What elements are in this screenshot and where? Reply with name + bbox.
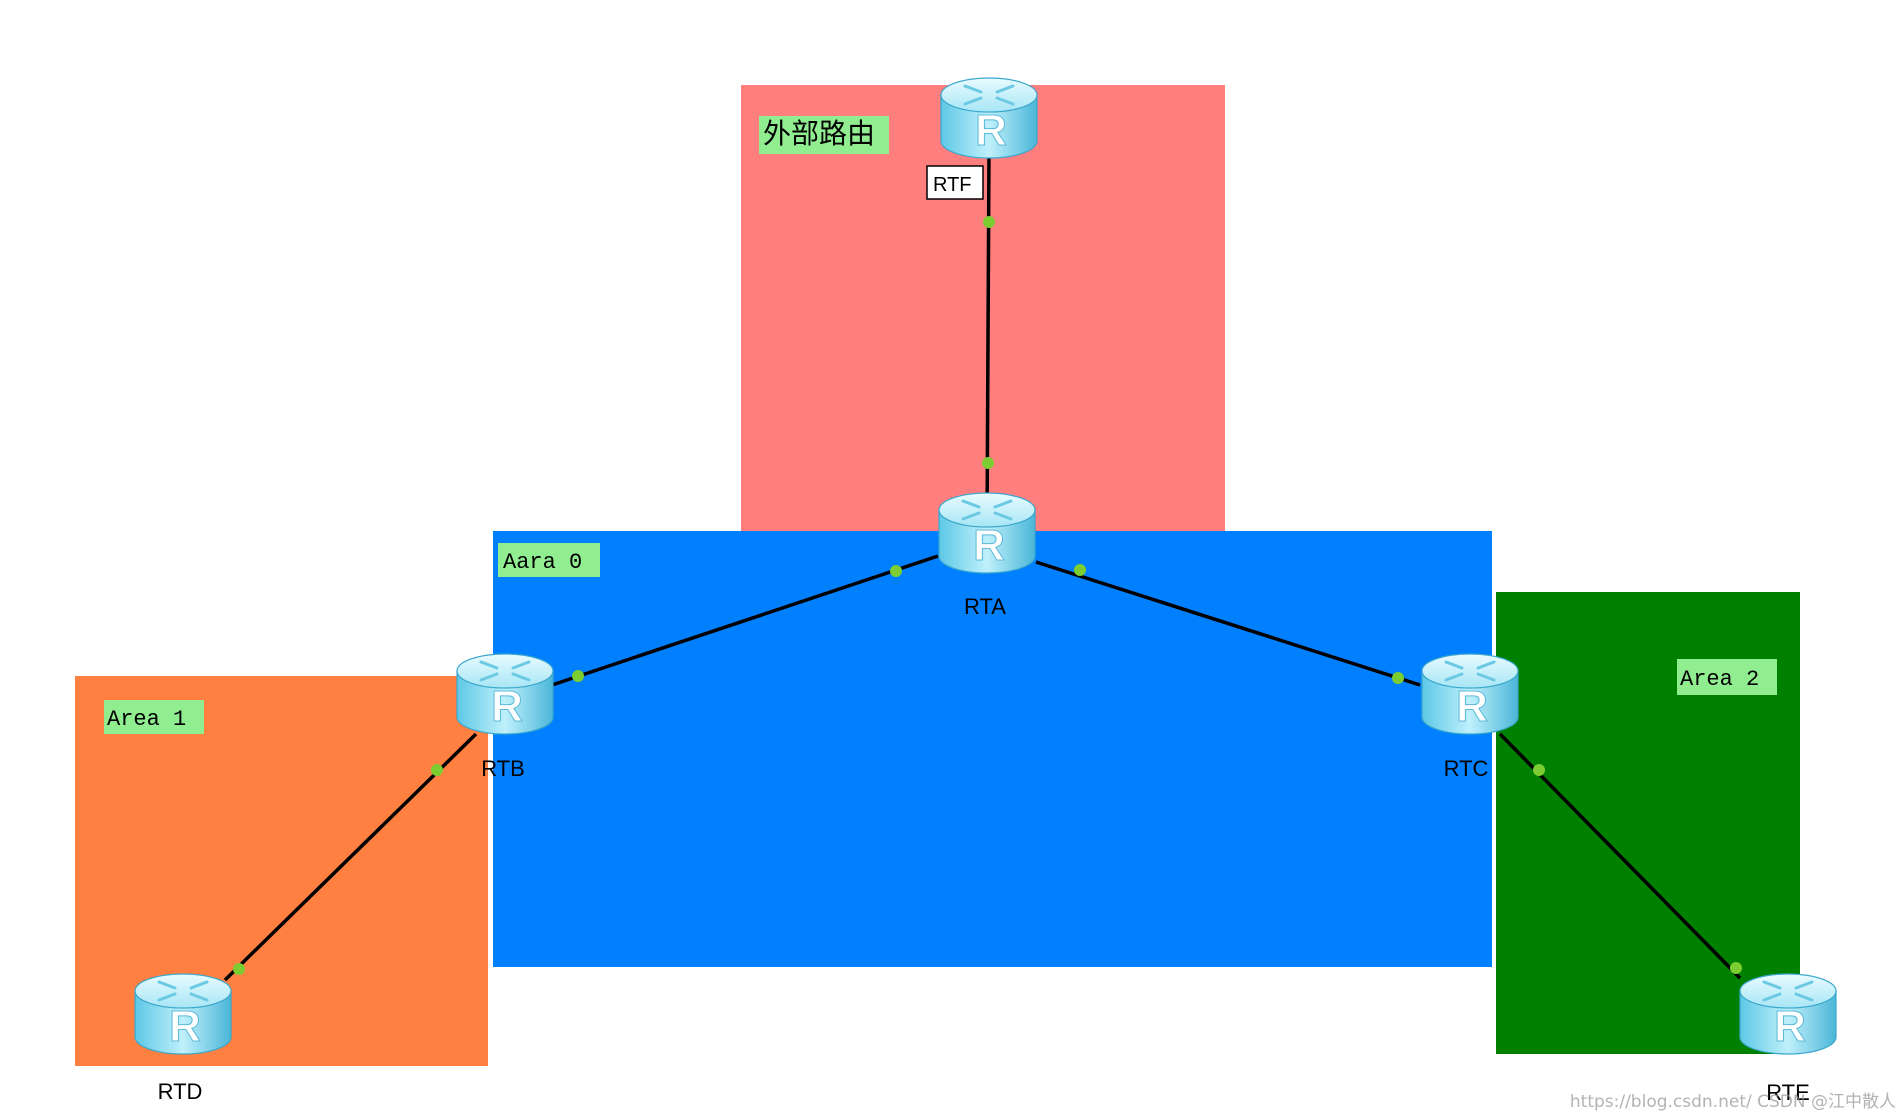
svg-text:R: R — [169, 1002, 201, 1051]
external-routing-label: 外部路由 — [759, 116, 889, 154]
port-dot-rte — [1730, 962, 1742, 974]
port-dot-rtd — [233, 963, 245, 975]
area-0-label-bg — [498, 543, 600, 577]
router-cylinder-icon: R — [1739, 973, 1837, 1055]
area-1-label-text: Area 1 — [107, 707, 186, 732]
router-cylinder-icon: R — [1421, 653, 1519, 735]
svg-text:R: R — [975, 106, 1007, 155]
port-dot-rtf — [983, 216, 995, 228]
external-routing-region — [741, 85, 1225, 531]
port-dot-rtc-west — [1392, 672, 1404, 684]
area-0-label-text: Aara 0 — [503, 550, 582, 575]
rtb-label: RTB — [481, 756, 525, 781]
external-routing-label-text: 外部路由 — [763, 117, 875, 150]
rtd-label: RTD — [158, 1079, 203, 1104]
port-dot-rta-east — [1074, 564, 1086, 576]
port-dot-rta-west — [890, 565, 902, 577]
area-2-label: Area 2 — [1677, 659, 1777, 695]
port-dots — [233, 216, 1742, 975]
port-dot-rta-north — [982, 457, 994, 469]
area-labels: 外部路由 Aara 0 Area 1 Area 2 — [104, 116, 1777, 734]
port-dot-rtc-south — [1533, 764, 1545, 776]
watermark: https://blog.csdn.net/ CSDN @江中散人 — [1570, 1092, 1896, 1112]
link-rta-rtc[interactable] — [1035, 560, 1421, 687]
port-dot-rtb-south — [431, 764, 443, 776]
area-0-region — [493, 531, 1492, 967]
router-rtc[interactable]: R — [1421, 653, 1519, 735]
router-cylinder-icon: R — [456, 653, 554, 735]
svg-text:R: R — [1456, 682, 1488, 731]
router-rte[interactable]: R — [1739, 973, 1837, 1055]
router-labels: RTF RTA RTB RTC RTD RTE — [158, 165, 1810, 1105]
routers: R R R R R R — [134, 77, 1837, 1055]
port-dot-rtb-east — [572, 670, 584, 682]
router-rtf[interactable]: R — [940, 77, 1038, 159]
area-1-label: Area 1 — [104, 700, 204, 734]
router-cylinder-icon: R — [938, 492, 1036, 574]
area-1-label-bg — [104, 700, 204, 734]
svg-text:R: R — [491, 682, 523, 731]
router-rtd[interactable]: R — [134, 973, 232, 1055]
link-rta-rtb[interactable] — [551, 554, 939, 687]
area-2-label-text: Area 2 — [1680, 667, 1759, 692]
external-routing-label-bg — [759, 116, 889, 154]
router-cylinder-icon: R — [940, 77, 1038, 159]
rtf-label-box — [926, 165, 984, 200]
router-rta[interactable]: R — [938, 492, 1036, 574]
area-2-label-bg — [1677, 659, 1777, 695]
svg-text:R: R — [973, 521, 1005, 570]
router-rtb[interactable]: R — [456, 653, 554, 735]
rtc-label: RTC — [1444, 756, 1489, 781]
svg-text:R: R — [1774, 1002, 1806, 1051]
rte-label: RTE — [1766, 1080, 1810, 1105]
area-regions — [75, 85, 1800, 1066]
rtf-label: RTF — [926, 165, 984, 200]
link-rtf-rta[interactable] — [985, 149, 991, 531]
rta-label: RTA — [964, 594, 1006, 619]
rtf-label-text: RTF — [933, 174, 972, 196]
area-0-label: Aara 0 — [498, 543, 600, 577]
router-cylinder-icon: R — [134, 973, 232, 1055]
